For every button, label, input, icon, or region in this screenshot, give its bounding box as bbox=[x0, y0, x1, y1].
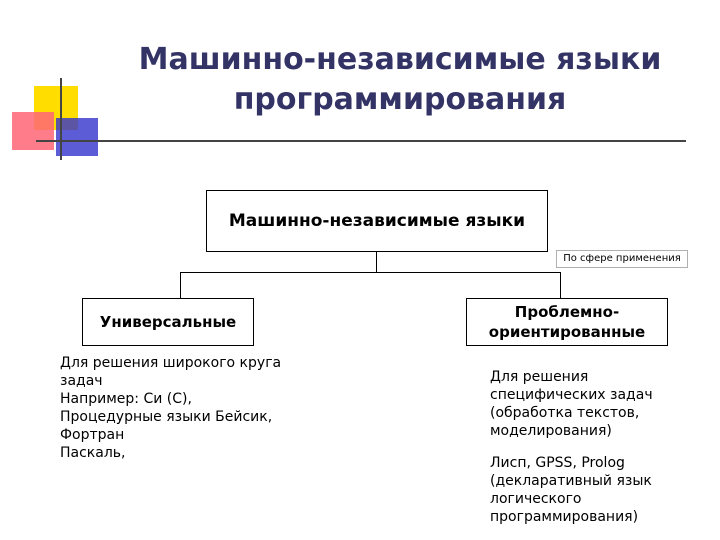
problem-desc-line: специфических задач bbox=[490, 387, 653, 403]
connector-horizontal bbox=[180, 272, 560, 273]
logo-vertical-line bbox=[60, 78, 62, 160]
problem-desc-line: моделирования) bbox=[490, 423, 612, 439]
problem-desc-line: Для решения bbox=[490, 369, 589, 385]
title-line-2: программирования bbox=[233, 82, 567, 117]
problem-example-line: логического bbox=[490, 491, 582, 507]
problem-oriented-label-1: Проблемно- bbox=[514, 303, 620, 321]
title-line-1: Машинно-независимые языки bbox=[138, 42, 662, 77]
problem-oriented-description: Для решения специфических задач (обработ… bbox=[490, 368, 710, 440]
universal-desc-line: Паскаль, bbox=[60, 445, 126, 461]
universal-desc-line: Например: Си (С), bbox=[60, 391, 192, 407]
problem-oriented-node: Проблемно- ориентированные bbox=[466, 298, 668, 346]
problem-oriented-label-2: ориентированные bbox=[488, 323, 646, 341]
universal-node-label: Универсальные bbox=[99, 313, 237, 331]
logo-red-square bbox=[12, 112, 54, 150]
universal-node: Универсальные bbox=[82, 298, 254, 346]
criterion-label-text: По сфере применения bbox=[563, 253, 681, 264]
connector-left-down bbox=[180, 272, 181, 298]
problem-desc-line: (обработка текстов, bbox=[490, 405, 640, 421]
page-title: Машинно-независимые языки программирован… bbox=[120, 40, 680, 120]
problem-example-line: программирования) bbox=[490, 509, 639, 525]
connector-right-down bbox=[560, 272, 561, 298]
universal-desc-line: задач bbox=[60, 373, 103, 389]
root-node-label: Машинно-независимые языки bbox=[228, 211, 526, 231]
problem-example-line: (декларативный язык bbox=[490, 473, 652, 489]
logo-horizontal-line bbox=[36, 140, 686, 142]
connector-root-down bbox=[376, 252, 377, 272]
logo-blue-square bbox=[56, 118, 98, 156]
universal-description: Для решения широкого круга задач Наприме… bbox=[60, 354, 320, 462]
problem-example-line: Лисп, GPSS, Prolog bbox=[490, 455, 625, 471]
universal-desc-line: Процедурные языки Бейсик, bbox=[60, 409, 273, 425]
problem-oriented-examples: Лисп, GPSS, Prolog (декларативный язык л… bbox=[490, 454, 710, 526]
universal-desc-line: Для решения широкого круга bbox=[60, 355, 282, 371]
criterion-label: По сфере применения bbox=[556, 250, 688, 268]
universal-desc-line: Фортран bbox=[60, 427, 125, 443]
root-node: Машинно-независимые языки bbox=[206, 190, 548, 252]
